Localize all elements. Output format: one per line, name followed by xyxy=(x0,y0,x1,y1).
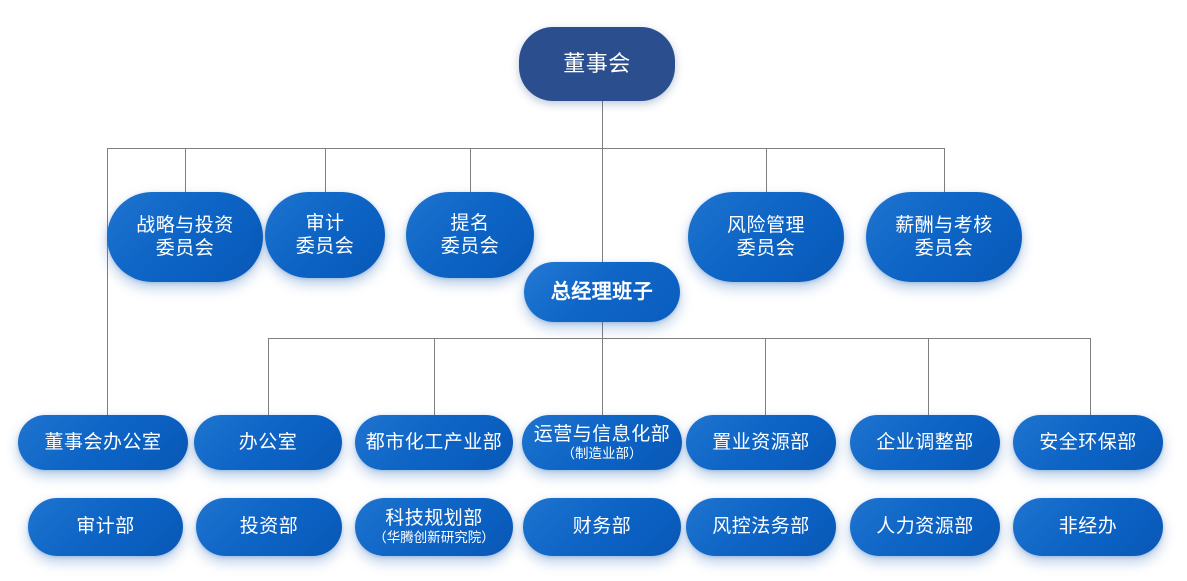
connector-drop-dept-2 xyxy=(434,338,435,416)
node-label-line1: 办公室 xyxy=(238,431,298,453)
node-dept-urban-chemical-industry[interactable]: 都市化工产业部 xyxy=(355,415,513,470)
connector-committee-bus xyxy=(107,148,945,149)
connector-root-to-gm xyxy=(602,148,603,264)
node-dept-office[interactable]: 办公室 xyxy=(194,415,342,470)
node-label-line1: 风控法务部 xyxy=(712,516,810,538)
node-committee-risk-management[interactable]: 风险管理 委员会 xyxy=(688,192,844,282)
connector-drop-dept-5 xyxy=(928,338,929,416)
node-label-line1: 安全环保部 xyxy=(1039,431,1137,453)
node-committee-compensation-appraisal[interactable]: 薪酬与考核 委员会 xyxy=(866,192,1022,282)
node-dept-enterprise-restructuring[interactable]: 企业调整部 xyxy=(850,415,1000,470)
node-label-line1: 置业资源部 xyxy=(712,431,810,453)
node-label-line1: 投资部 xyxy=(239,516,299,538)
node-dept-operations-informatization[interactable]: 运营与信息化部 （制造业部） xyxy=(522,415,682,470)
node-dept-audit[interactable]: 审计部 xyxy=(28,498,183,556)
connector-drop-dept-6 xyxy=(1090,338,1091,416)
connector-drop-dept-4 xyxy=(765,338,766,416)
connector-board-office-spine xyxy=(107,148,108,416)
node-label-line2: （制造业部） xyxy=(561,445,643,461)
connector-department-bus xyxy=(268,338,1090,339)
node-dept-finance[interactable]: 财务部 xyxy=(523,498,681,556)
node-dept-human-resources[interactable]: 人力资源部 xyxy=(850,498,1000,556)
connector-drop-committee-4 xyxy=(766,148,767,192)
node-label-line2: 委员会 xyxy=(914,238,974,259)
node-label-line2: （华腾创新研究院） xyxy=(373,530,495,546)
connector-drop-committee-3 xyxy=(470,148,471,192)
node-label: 董事会 xyxy=(563,50,631,76)
node-label-line1: 运营与信息化部 xyxy=(533,423,671,445)
node-label-line1: 战略与投资 xyxy=(136,214,234,236)
node-label-line1: 董事会办公室 xyxy=(44,431,162,453)
connector-drop-committee-1 xyxy=(185,148,186,192)
node-label-line1: 审计 xyxy=(305,212,345,234)
node-label-line1: 审计部 xyxy=(76,516,135,538)
node-dept-risk-control-legal[interactable]: 风控法务部 xyxy=(686,498,836,556)
node-committee-audit[interactable]: 审计 委员会 xyxy=(265,192,385,278)
node-dept-technology-planning[interactable]: 科技规划部 （华腾创新研究院） xyxy=(355,498,513,556)
node-dept-board-office[interactable]: 董事会办公室 xyxy=(18,415,188,470)
node-general-manager-team[interactable]: 总经理班子 xyxy=(524,262,680,322)
node-dept-non-operating[interactable]: 非经办 xyxy=(1013,498,1163,556)
node-label-line1: 科技规划部 xyxy=(385,508,483,530)
node-label-line1: 企业调整部 xyxy=(876,431,974,453)
connector-drop-committee-5 xyxy=(944,148,945,192)
node-label-line1: 财务部 xyxy=(572,516,632,538)
node-label-line1: 提名 xyxy=(450,212,490,234)
node-committee-nomination[interactable]: 提名 委员会 xyxy=(406,192,534,278)
node-label: 总经理班子 xyxy=(550,280,654,303)
node-dept-investment[interactable]: 投资部 xyxy=(196,498,342,556)
node-label-line1: 人力资源部 xyxy=(876,516,974,538)
node-label-line1: 都市化工产业部 xyxy=(365,431,503,453)
node-label-line2: 委员会 xyxy=(155,238,215,259)
node-board-of-directors[interactable]: 董事会 xyxy=(519,27,675,101)
connector-drop-dept-1 xyxy=(268,338,269,416)
connector-gm-stem xyxy=(602,322,603,339)
node-dept-safety-environmental[interactable]: 安全环保部 xyxy=(1013,415,1163,470)
connector-drop-committee-2 xyxy=(325,148,326,192)
connector-root-stem xyxy=(602,100,603,148)
connector-drop-dept-3 xyxy=(602,338,603,416)
node-label-line2: 委员会 xyxy=(440,236,500,257)
node-label-line2: 委员会 xyxy=(736,238,796,259)
node-dept-property-resources[interactable]: 置业资源部 xyxy=(686,415,836,470)
node-committee-strategy-investment[interactable]: 战略与投资 委员会 xyxy=(107,192,263,282)
node-label-line1: 风险管理 xyxy=(726,214,805,236)
node-label-line1: 非经办 xyxy=(1058,516,1118,538)
node-label-line2: 委员会 xyxy=(295,236,355,257)
node-label-line1: 薪酬与考核 xyxy=(895,214,993,236)
